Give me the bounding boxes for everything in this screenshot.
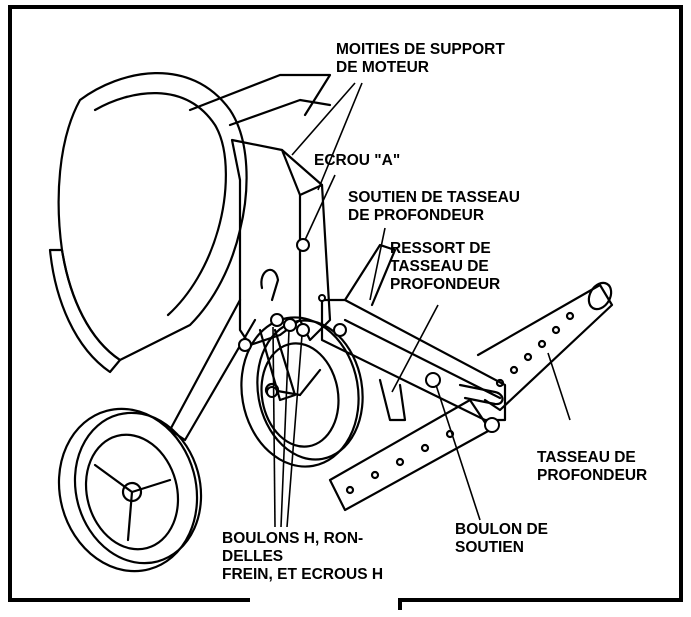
stake-hole-2: [551, 325, 561, 335]
stake-hole-5: [509, 365, 519, 375]
leader-nut-a: [304, 174, 336, 241]
bolt-h-4: [266, 386, 278, 398]
leader-support-bolt: [435, 384, 481, 521]
wheel-right-inner: [260, 342, 340, 448]
support-bolt: [425, 372, 441, 388]
wheel-left-hub: [121, 481, 143, 503]
wheel-left-outer: [57, 407, 199, 573]
depth-stake-upper: [476, 283, 614, 412]
bolt-small: [318, 294, 326, 302]
label-depth-stake-support: SOUTIEN DE TASSEAU DE PROFONDEUR: [348, 189, 520, 224]
leader-depth-stake-support: [369, 227, 386, 301]
tine-shield-inner: [93, 92, 227, 317]
wheel-right-rim: [256, 319, 364, 461]
tine-shield-rim: [48, 248, 122, 374]
leader-engine-bracket-1: [291, 82, 356, 156]
label-engine-bracket: MOITIES DE SUPPORT DE MOTEUR: [336, 41, 505, 76]
engine-bracket-left: [230, 138, 302, 347]
label-depth-stake-spring: RESSORT DE TASSEAU DE PROFONDEUR: [390, 240, 501, 293]
label-nut-a: ECROU "A": [314, 152, 401, 169]
stake-hole-3: [537, 339, 547, 349]
wheel-left-spokes: [93, 463, 172, 542]
engine-tube-1: [188, 73, 332, 117]
leader-hardware-3: [286, 334, 303, 528]
depth-stake-support: [320, 298, 507, 422]
bracket-pin-clip: [260, 268, 280, 302]
label-support-bolt: BOULON DE SOUTIEN: [455, 521, 548, 556]
depth-stake-support-top: [343, 243, 397, 307]
leader-depth-stake: [547, 352, 571, 421]
leader-hardware-1: [272, 326, 276, 528]
leader-engine-bracket-2: [317, 82, 363, 191]
stake-hole-6: [495, 378, 505, 388]
blade-hole-1: [345, 485, 355, 495]
bolt-frame: [238, 338, 252, 352]
tine-shield: [57, 72, 248, 362]
frame-leg-right: [258, 328, 297, 402]
leader-hardware-2: [280, 329, 290, 528]
diagram-border: [8, 5, 683, 610]
nut-a: [296, 238, 310, 252]
stake-hole-4: [523, 352, 533, 362]
wheel-right-spokes: [270, 368, 322, 397]
label-hardware: BOULONS H, RON- DELLES FREIN, ET ECROUS …: [222, 530, 384, 583]
leader-spring: [391, 304, 439, 393]
bolt-h-2: [283, 318, 297, 332]
depth-stake-support-edge: [343, 318, 502, 400]
wheel-left-rim: [73, 411, 203, 565]
blade-hole-3: [395, 457, 405, 467]
blade-hole-4: [420, 443, 430, 453]
bolt-h-3: [296, 323, 310, 337]
engine-tube-2: [228, 98, 332, 127]
blade-hole-5: [445, 429, 455, 439]
bolt-h-1: [270, 313, 284, 327]
wheel-right-outer: [240, 316, 360, 468]
depth-stake-spring: [378, 378, 407, 422]
depth-stake-blade: [328, 398, 492, 512]
bolt-stake-end: [484, 417, 500, 433]
blade-hole-2: [370, 470, 380, 480]
wheel-left-inner: [84, 433, 180, 551]
hitch-pin-clip: [458, 383, 504, 406]
depth-stake-end: [587, 281, 613, 311]
bolt-support-front: [333, 323, 347, 337]
bracket-edge: [298, 183, 324, 197]
stake-hole-1: [565, 311, 575, 321]
label-depth-stake: TASSEAU DE PROFONDEUR: [537, 449, 648, 484]
